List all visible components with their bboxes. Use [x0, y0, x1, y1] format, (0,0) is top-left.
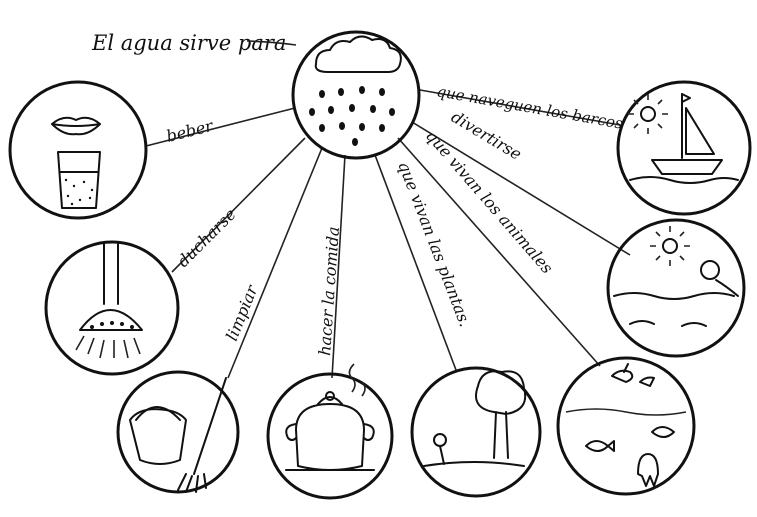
sun-icon — [628, 94, 668, 134]
connector-divertirse — [411, 121, 631, 256]
cloud-icon — [314, 35, 402, 73]
circle-plantas — [410, 366, 542, 498]
label-hacer-comida: hacer la comida — [315, 226, 343, 356]
center-rain-circle — [291, 30, 421, 160]
shower-icon — [75, 243, 143, 359]
connector-plantas — [374, 154, 457, 371]
water-line — [565, 408, 687, 416]
connector-ducharse — [171, 137, 306, 273]
flower-icon — [423, 433, 525, 467]
circle-divertirse — [606, 218, 746, 358]
sailboat-icon — [629, 93, 739, 184]
circle-ducharse — [44, 240, 180, 376]
connector-lines — [145, 89, 631, 379]
label-beber: beber — [164, 116, 216, 146]
bucket-icon — [129, 406, 187, 465]
title-underline — [246, 40, 297, 46]
fish-icon — [585, 426, 675, 487]
bird-icon — [611, 363, 655, 387]
circle-animales — [556, 356, 696, 496]
mop-icon — [177, 377, 227, 493]
label-ducharse: ducharse — [173, 205, 239, 271]
connector-animales — [397, 137, 601, 367]
circle-limpiar — [116, 370, 240, 494]
label-limpiar: limpiar — [222, 281, 262, 343]
connector-beber — [145, 107, 296, 147]
circle-barcos — [616, 80, 752, 216]
connector-comida — [331, 154, 346, 379]
sun-icon — [650, 226, 690, 266]
waves-icon — [613, 292, 735, 327]
page-title: El agua sirve para — [91, 31, 286, 55]
connector-limpiar — [227, 147, 323, 379]
circle-beber — [8, 80, 148, 220]
cooking-pot-icon — [285, 363, 375, 471]
raindrops-icon — [309, 86, 395, 146]
mouth-icon — [51, 116, 101, 136]
swimmer-icon — [700, 260, 739, 297]
water-glass-icon — [57, 151, 101, 209]
circle-hacer-comida — [266, 363, 394, 500]
connector-barcos — [419, 89, 621, 126]
tree-icon — [475, 370, 527, 459]
